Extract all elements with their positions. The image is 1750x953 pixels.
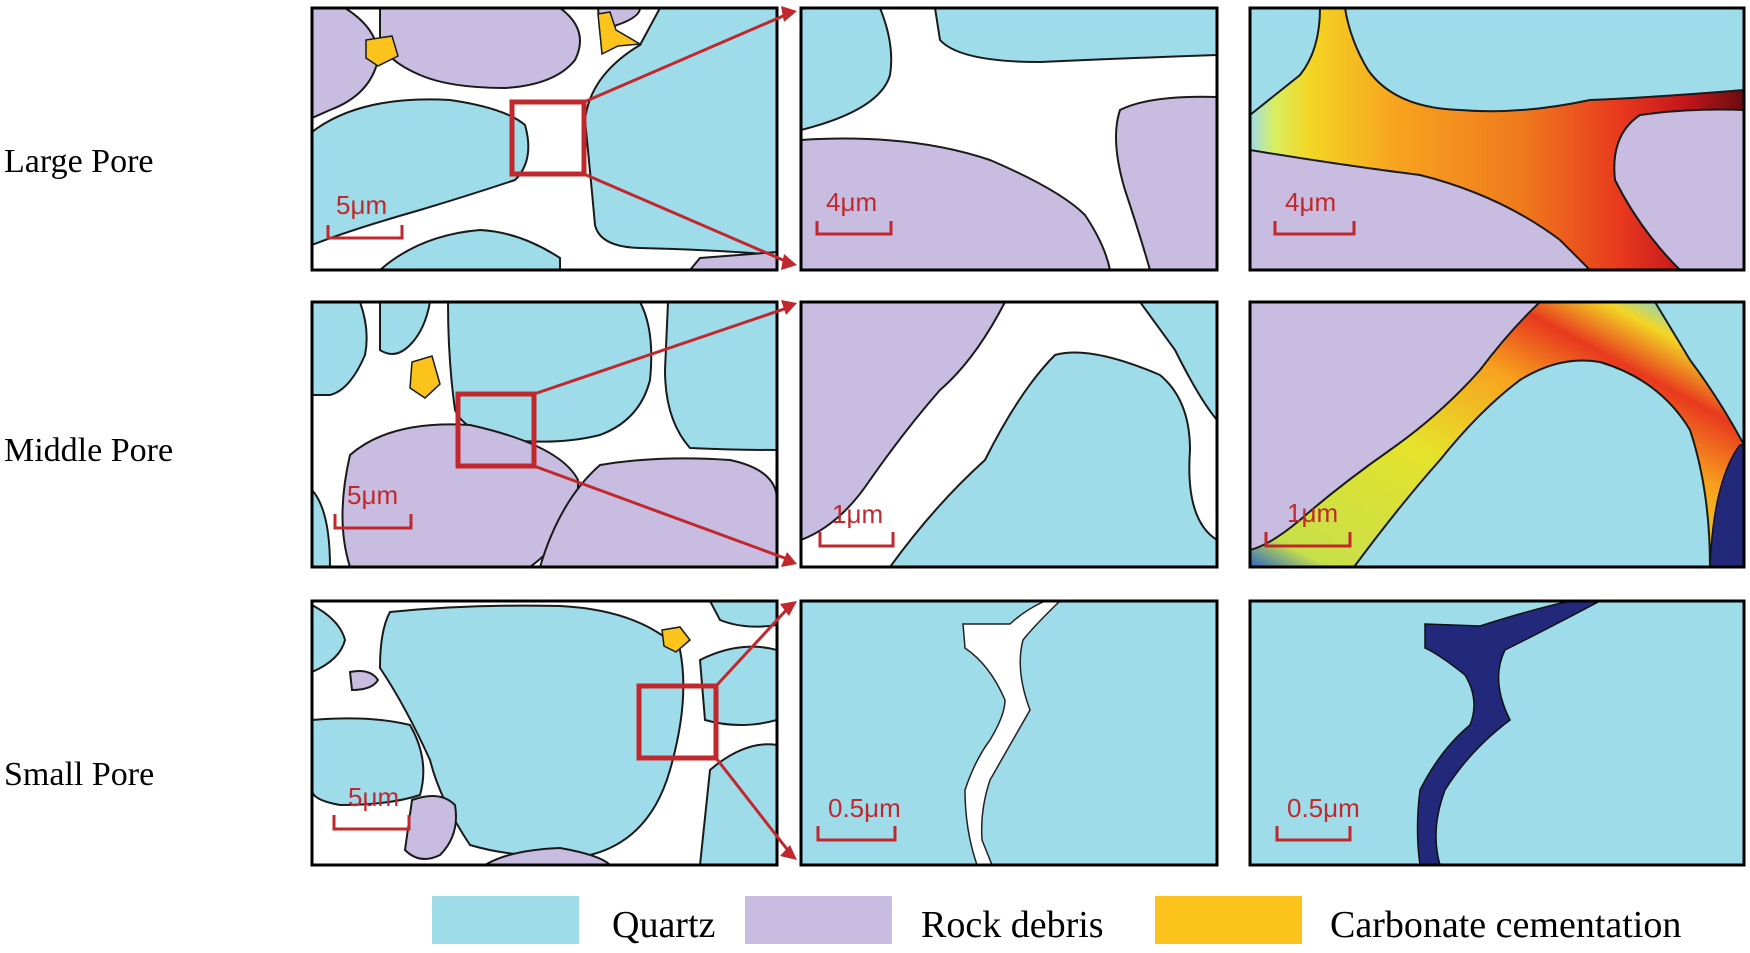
middle-pore-zoom-scale-bar — [818, 532, 895, 548]
small-pore-flow-field-panel — [1250, 601, 1744, 865]
large-pore-zoom-connector-bottom — [583, 172, 791, 265]
legend-label-carbonate-cementation: Carbonate cementation — [1330, 904, 1681, 946]
legend-swatch-quartz — [432, 896, 579, 944]
legend-swatch-rock-debris — [745, 896, 892, 944]
large-pore-zoom-connector-top — [583, 11, 791, 104]
small-pore-zoom-connector-top — [714, 604, 792, 688]
legend-label-rock-debris: Rock debris — [921, 904, 1104, 946]
large-pore-flow-field-panel — [1250, 8, 1744, 270]
small-pore-overview-scale-label: 5μm — [348, 782, 399, 812]
small-pore-overview-scale-bar — [332, 815, 411, 831]
small-pore-zoom-scale-bar — [816, 826, 897, 842]
legend-swatch-carbonate-cementation — [1155, 896, 1302, 944]
middle-pore-zoom-region — [455, 391, 537, 469]
middle-pore-flow-scale-bar — [1264, 532, 1352, 548]
large-pore-zoom-region — [509, 99, 587, 177]
small-pore-flow-scale-label: 0.5μm — [1287, 793, 1360, 823]
legend-label-quartz: Quartz — [612, 904, 715, 946]
middle-pore-overview-panel — [312, 302, 777, 567]
middle-pore-flow-scale-label: 1μm — [1287, 498, 1338, 528]
small-pore-zoom-panel — [801, 601, 1217, 865]
large-pore-zoom-scale-label: 4μm — [826, 187, 877, 217]
small-pore-zoom-region — [636, 683, 719, 761]
middle-pore-zoom-scale-label: 1μm — [832, 499, 883, 529]
middle-pore-zoom-connector-bottom — [533, 464, 791, 562]
row-label-large-pore: Large Pore — [4, 143, 153, 180]
large-pore-flow-scale-label: 4μm — [1285, 187, 1336, 217]
small-pore-zoom-connector-bottom — [714, 757, 792, 854]
large-pore-overview-scale-bar — [326, 225, 404, 240]
row-label-small-pore: Small Pore — [4, 756, 154, 793]
middle-pore-overview-scale-bar — [333, 514, 413, 530]
legend: Quartz Rock debris Carbonate cementation — [432, 896, 1681, 946]
large-pore-zoom-panel — [801, 8, 1217, 270]
small-pore-flow-scale-bar — [1275, 826, 1352, 842]
middle-pore-zoom-connector-top — [533, 305, 791, 396]
middle-pore-flow-field-panel — [1250, 302, 1744, 567]
small-pore-zoom-scale-label: 0.5μm — [828, 793, 901, 823]
row-label-middle-pore: Middle Pore — [4, 432, 173, 469]
large-pore-flow-scale-bar — [1273, 221, 1356, 236]
middle-pore-overview-scale-label: 5μm — [347, 480, 398, 510]
large-pore-zoom-scale-bar — [815, 221, 893, 236]
middle-pore-zoom-panel — [801, 302, 1217, 567]
large-pore-overview-scale-label: 5μm — [336, 190, 387, 220]
small-pore-overview-panel — [312, 601, 777, 865]
